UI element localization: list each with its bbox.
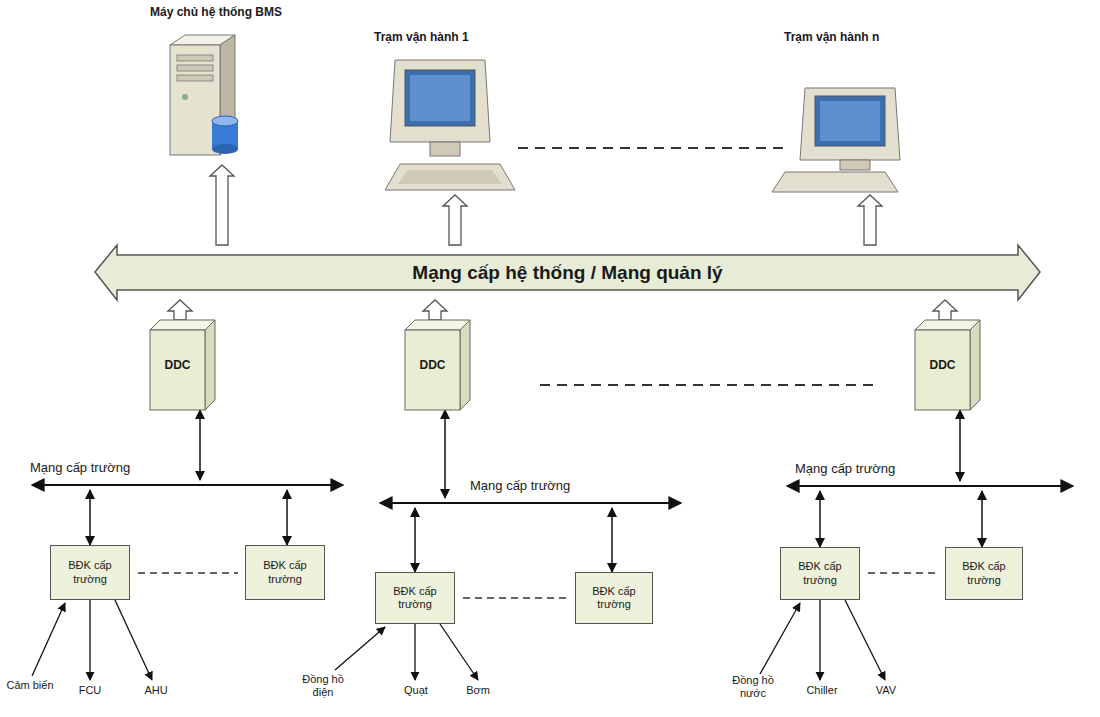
field-controller: BĐK cấp trường (245, 545, 325, 600)
node-shape (770, 30, 940, 195)
dashed-continuation (138, 572, 238, 574)
field-controller: BĐK cấp trường (575, 572, 653, 624)
signal-arrow (32, 603, 65, 676)
signal-arrow (115, 600, 152, 680)
bus-link (199, 410, 201, 480)
bus-link (611, 508, 613, 572)
signal-arrow (89, 600, 90, 680)
device-label: Đồng hồ nước (727, 674, 779, 699)
bus-link (981, 491, 983, 547)
dashed-continuation (540, 384, 880, 386)
device-label: Đồng hồ điện (298, 673, 348, 698)
field-network: Mạng cấp trường (378, 498, 683, 508)
bus-line (785, 481, 1075, 491)
workstation-node: Trạm vận hành 1 (360, 30, 550, 195)
node-label: Trạm vận hành n (770, 30, 940, 44)
block-arrow (423, 300, 447, 320)
node-label: BĐK cấp trường (381, 585, 449, 611)
block-arrow (933, 300, 957, 320)
bus-link (89, 490, 91, 545)
server-node: Máy chủ hệ thống BMS (140, 5, 340, 165)
dashed-continuation (518, 147, 785, 149)
node-label: Mạng cấp hệ thống / Mạng quản lý (412, 262, 722, 284)
block-arrow (168, 300, 192, 320)
bus-link (444, 410, 446, 498)
network-band: Mạng cấp hệ thống / Mạng quản lý (95, 245, 1040, 300)
ddc-controller: DDC (405, 320, 470, 410)
node-label: BĐK cấp trường (951, 560, 1017, 586)
bus-line (30, 480, 345, 490)
node-shape (360, 30, 550, 195)
node-label: Mạng cấp trường (30, 460, 130, 475)
signal-arrow (845, 600, 885, 680)
node-label: DDC (405, 358, 460, 372)
node-label: Mạng cấp trường (470, 478, 570, 493)
field-controller: BĐK cấp trường (945, 547, 1023, 600)
node-label: DDC (915, 358, 970, 372)
block-arrow (858, 195, 882, 245)
node-label: BĐK cấp trường (786, 560, 854, 586)
dashed-continuation (868, 572, 938, 574)
node-label: BĐK cấp trường (56, 559, 124, 585)
device-label: Cảm biến (6, 679, 54, 692)
node-label: Mạng cấp trường (795, 461, 895, 476)
block-arrow (210, 165, 234, 245)
bus-link (286, 490, 288, 545)
signal-arrow (414, 624, 415, 680)
node-label: DDC (150, 358, 205, 372)
workstation-node: Trạm vận hành n (770, 30, 940, 195)
field-controller: BĐK cấp trường (375, 572, 455, 624)
signal-arrow (819, 600, 820, 680)
node-label: BĐK cấp trường (251, 559, 319, 585)
device-label: FCU (72, 684, 108, 697)
ddc-controller: DDC (150, 320, 215, 410)
signal-arrow (335, 627, 385, 670)
device-label: Bơm (460, 684, 496, 697)
device-label: Quạt (398, 684, 434, 697)
dashed-continuation (463, 597, 568, 599)
field-controller: BĐK cấp trường (780, 547, 860, 600)
device-label: Chiller (800, 684, 844, 697)
bus-line (378, 498, 683, 508)
block-arrow (443, 195, 467, 245)
bus-link (414, 508, 416, 572)
ddc-controller: DDC (915, 320, 980, 410)
bus-link (819, 491, 821, 547)
signal-arrow (760, 603, 800, 674)
device-label: VAV (868, 684, 904, 697)
field-controller: BĐK cấp trường (50, 545, 130, 600)
signal-arrow (440, 624, 478, 680)
node-shape (140, 5, 340, 165)
bus-link (959, 410, 961, 481)
device-label: AHU (138, 684, 174, 697)
node-label: BĐK cấp trường (581, 585, 647, 611)
node-label: Máy chủ hệ thống BMS (140, 5, 340, 19)
field-network: Mạng cấp trường (785, 481, 1075, 491)
node-label: Trạm vận hành 1 (360, 30, 550, 44)
field-network: Mạng cấp trường (30, 480, 345, 490)
